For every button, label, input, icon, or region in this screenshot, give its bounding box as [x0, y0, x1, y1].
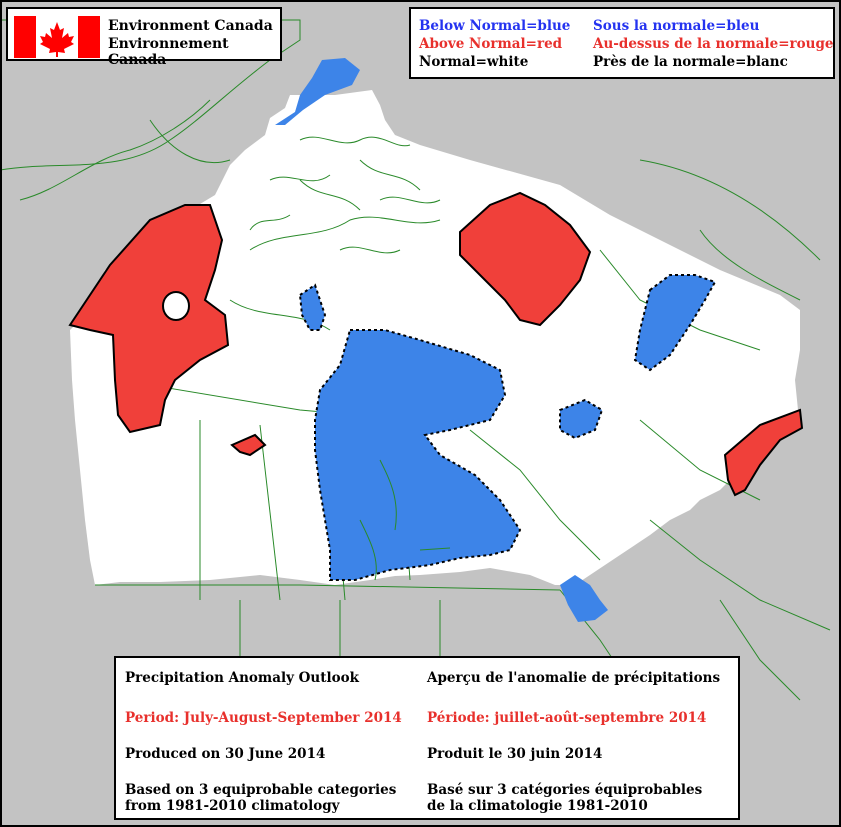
basis-en-line1: Based on 3 equiprobable categories — [125, 782, 397, 798]
below-normal-areas — [298, 274, 717, 581]
below-normal-arctic-area — [275, 58, 360, 125]
normal-hole-in-yukon — [162, 291, 190, 321]
period-en: Period: July-August-September 2014 — [125, 710, 402, 726]
legend-below-fr: Sous la normale=bleu — [593, 18, 760, 34]
below-normal-hudson-area — [314, 329, 522, 581]
below-normal-quebec-area — [559, 398, 604, 440]
legend-above-en: Above Normal=red — [419, 36, 563, 52]
above-normal-labrador-area — [723, 408, 804, 497]
below-normal-labrador-north-area — [633, 274, 717, 372]
outlook-info-box: Precipitation Anomaly Outlook Aperçu de … — [114, 656, 740, 820]
basis-fr-line1: Basé sur 3 catégories équiprobables — [427, 782, 703, 798]
produced-fr: Produit le 30 juin 2014 — [427, 746, 603, 762]
title-en: Precipitation Anomaly Outlook — [125, 670, 359, 686]
agency-logo-box: Environment Canada Environnement Canada — [6, 7, 282, 68]
normal-precipitation-area — [70, 90, 800, 585]
below-normal-great-lakes-area — [560, 575, 608, 622]
period-fr: Période: juillet-août-septembre 2014 — [427, 710, 707, 726]
legend-normal-en: Normal=white — [419, 54, 529, 70]
above-normal-baffin-area — [459, 191, 592, 327]
canada-flag-icon — [14, 16, 100, 58]
basis-en-line2: from 1981-2010 climatology — [125, 798, 340, 814]
below-normal-north-area — [298, 283, 327, 331]
legend-below-en: Below Normal=blue — [419, 18, 571, 34]
basis-fr-line2: de la climatologie 1981-2010 — [427, 798, 648, 814]
produced-en: Produced on 30 June 2014 — [125, 746, 326, 762]
title-fr: Aperçu de l'anomalie de précipitations — [427, 670, 721, 686]
land-outline-layer — [0, 19, 821, 301]
above-normal-areas — [68, 191, 804, 497]
above-normal-saskatchewan-area — [230, 433, 267, 457]
agency-name-en: Environment Canada — [108, 18, 273, 34]
legend-box: Below Normal=blue Above Normal=red Norma… — [409, 7, 835, 79]
island-outlines — [249, 136, 451, 581]
legend-above-fr: Au-dessus de la normale=rouge — [593, 36, 834, 52]
above-normal-yukon-area — [68, 204, 230, 434]
below-normal-ungated-areas — [275, 58, 608, 622]
legend-normal-fr: Près de la normale=blanc — [593, 54, 788, 70]
agency-name-fr: Environnement Canada — [108, 36, 229, 68]
